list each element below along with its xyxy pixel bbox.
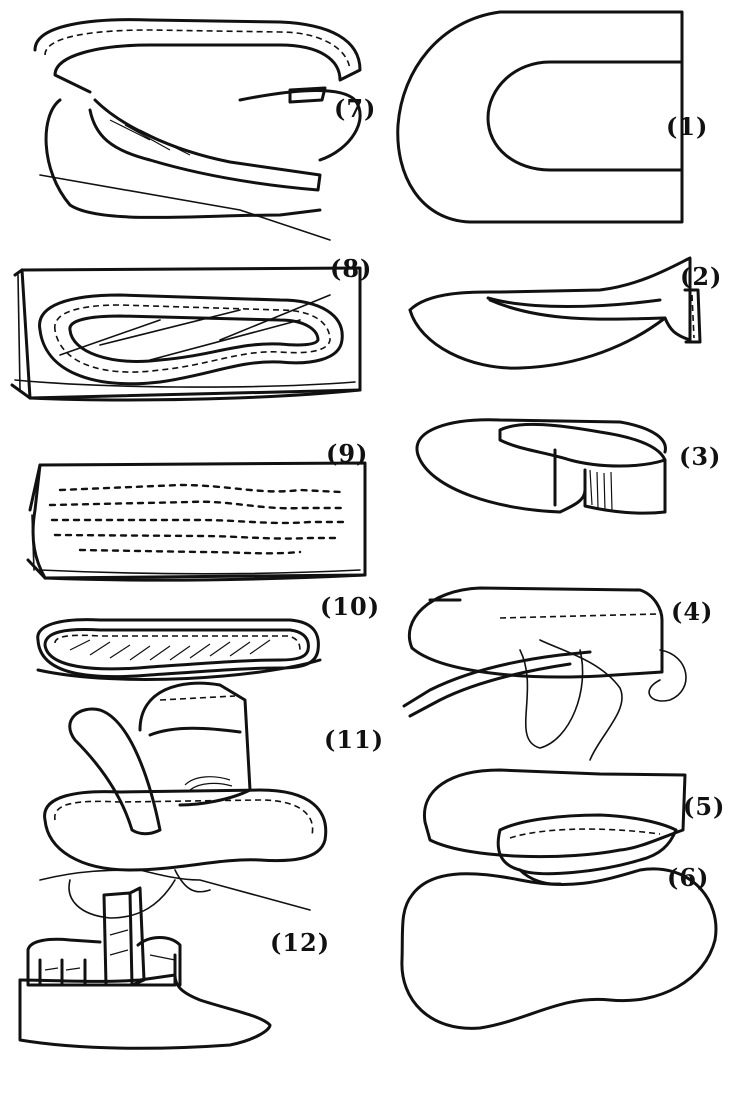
step-11-attaching-upper xyxy=(40,683,326,918)
step-label-11: (11) xyxy=(324,725,384,754)
step-label-12: (12) xyxy=(270,928,330,957)
step-label-9: (9) xyxy=(326,439,368,468)
step-1-u-pattern xyxy=(398,12,682,222)
step-12-shoe-on-last xyxy=(20,888,270,1048)
step-label-7: (7) xyxy=(334,94,376,123)
step-9-quilted-sole xyxy=(28,463,365,580)
step-label-1: (1) xyxy=(666,112,708,141)
step-5-upper-sewn xyxy=(424,770,685,884)
step-10-sole-edge xyxy=(38,620,320,680)
step-label-3: (3) xyxy=(679,442,721,471)
step-label-4: (4) xyxy=(671,597,713,626)
step-6-sole-outline xyxy=(402,869,716,1028)
step-label-2: (2) xyxy=(680,262,722,291)
step-8-cloth-layers xyxy=(12,268,360,400)
step-3-heel-cup xyxy=(417,420,665,513)
step-label-5: (5) xyxy=(683,792,725,821)
step-4-upper-tied xyxy=(404,588,686,760)
step-7-strip-sewing xyxy=(35,20,360,240)
step-2-upper-folding xyxy=(410,258,700,368)
step-label-8: (8) xyxy=(330,254,372,283)
step-label-10: (10) xyxy=(320,592,380,621)
step-label-6: (6) xyxy=(667,863,709,892)
